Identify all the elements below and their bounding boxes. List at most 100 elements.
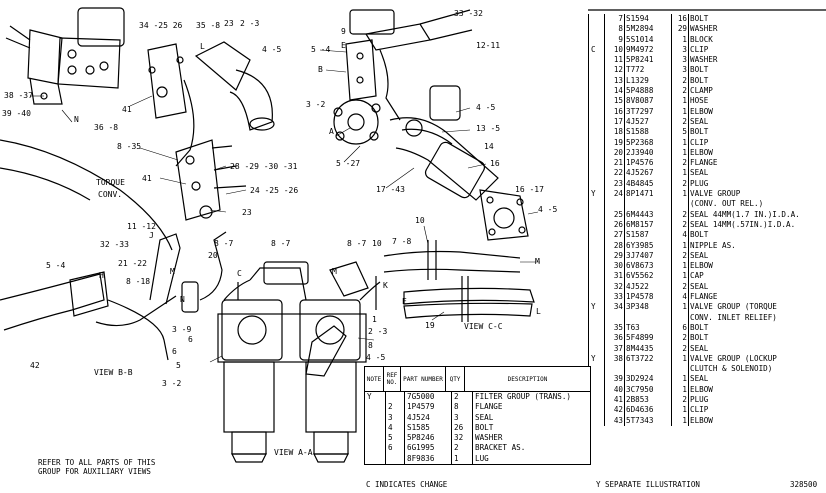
callout-7-8: 7 -8 bbox=[392, 237, 412, 246]
cell-desc: SEAL bbox=[475, 412, 494, 422]
callout-C: C bbox=[237, 269, 242, 278]
cell-desc: PLUG bbox=[690, 178, 709, 188]
cell-desc: HOSE bbox=[690, 96, 709, 106]
cell-part: 6M8157 bbox=[626, 219, 654, 229]
cell-desc: SEAL 14MM(.57IN.)I.D.A. bbox=[690, 219, 796, 229]
cell-desc: BOLT bbox=[690, 65, 709, 75]
cell-part: 4J527 bbox=[626, 116, 649, 126]
callout-B: B bbox=[318, 65, 323, 74]
cell-part: 5F4899 bbox=[626, 333, 654, 343]
callout-8-35: 8 -35 bbox=[117, 142, 142, 151]
transmission-filter-group bbox=[217, 261, 381, 463]
header-note: NOTE bbox=[365, 367, 384, 391]
cell-part: 6V8673 bbox=[626, 261, 654, 271]
callout-23-b: 23 bbox=[242, 208, 252, 217]
cell-ref: 43 bbox=[613, 415, 623, 425]
cell-qty: 29 bbox=[677, 24, 687, 34]
cell-qty: 1 bbox=[682, 137, 687, 147]
cell-part: 5T7343 bbox=[626, 415, 654, 425]
cell-desc: SEAL bbox=[690, 343, 709, 353]
cell-note bbox=[365, 402, 386, 413]
cell-qty: 4 bbox=[682, 292, 687, 302]
cell-desc: CLUTCH & SOLENOID) bbox=[690, 364, 773, 374]
table-header: NOTE REF NO. PART NUMBER QTY DESCRIPTION bbox=[365, 367, 590, 392]
cell-desc: (CONV. OUT REL.) bbox=[690, 199, 764, 209]
cell-qty: 1 bbox=[682, 374, 687, 384]
table-row: (CONV. OUT REL.) bbox=[589, 199, 824, 209]
cell-part: 3T7297 bbox=[626, 106, 654, 116]
cell-ref: 22 bbox=[613, 168, 623, 178]
cell-ref: 16 bbox=[613, 106, 623, 116]
cell-desc: WASHER bbox=[690, 55, 718, 65]
cell-desc: SEAL 44MM(1.7 IN.)I.D.A. bbox=[690, 209, 800, 219]
cell-note: Y bbox=[591, 353, 596, 363]
cell-qty: 2 bbox=[682, 116, 687, 126]
cell-desc: ELBOW bbox=[690, 415, 713, 425]
cell-qty: 1 bbox=[682, 96, 687, 106]
callout-9: 9 bbox=[341, 27, 346, 36]
cell-desc: BOLT bbox=[690, 322, 709, 332]
cell-ref: 20 bbox=[613, 147, 623, 157]
callout-32-33: 32 -33 bbox=[100, 240, 129, 249]
cell-part: 5S1014 bbox=[626, 34, 654, 44]
cell-ref: 24 bbox=[613, 189, 623, 199]
cell-part: 8P1471 bbox=[626, 189, 654, 199]
cell-ref: 36 bbox=[613, 333, 623, 343]
torque-label: TORQUE bbox=[96, 178, 125, 187]
cell-desc: NIPPLE AS. bbox=[690, 240, 736, 250]
cell-qty: 2 bbox=[682, 394, 687, 404]
cell-part: 6T3722 bbox=[626, 353, 654, 363]
cell-qty: 4 bbox=[682, 230, 687, 240]
cell-qty: 2 bbox=[452, 443, 473, 454]
cell-ref: 4 bbox=[386, 422, 405, 434]
cell-ref: 42 bbox=[613, 405, 623, 415]
cell-desc: BOLT bbox=[690, 230, 709, 240]
cell-qty: 1 bbox=[682, 261, 687, 271]
cell-ref: 28 bbox=[613, 240, 623, 250]
cell-ref: 35 bbox=[613, 322, 623, 332]
cell-qty: 2 bbox=[682, 343, 687, 353]
cell-qty: 2 bbox=[682, 281, 687, 291]
callout-38-37: 38 -37 bbox=[4, 91, 33, 100]
cell-part: 4B4845 bbox=[626, 178, 654, 188]
callout-34-25-26: 34 -25 26 bbox=[139, 21, 183, 30]
cell-ref: 12 bbox=[613, 65, 623, 75]
cell-desc: VALVE GROUP (LOCKUP bbox=[690, 353, 777, 363]
callout-10-b: 10 bbox=[372, 239, 382, 248]
cell-desc: FLANGE bbox=[690, 292, 718, 302]
cell-qty: 3 bbox=[682, 44, 687, 54]
cell-part: 6D4636 bbox=[626, 405, 654, 415]
cell-desc: CONV. INLET RELIEF) bbox=[690, 312, 777, 322]
cell-part: 1P4576 bbox=[626, 158, 654, 168]
cell-qty: 1 bbox=[682, 34, 687, 44]
cell-ref: 14 bbox=[613, 86, 623, 96]
cell-part: 4J5267 bbox=[626, 168, 654, 178]
cell-qty: 26 bbox=[452, 422, 473, 434]
cell-ref: 10 bbox=[613, 44, 623, 54]
callout-8-18: 8 -18 bbox=[126, 277, 151, 286]
cell-note bbox=[365, 412, 386, 423]
callout-19: 19 bbox=[425, 321, 435, 330]
cell-qty: 1 bbox=[682, 189, 687, 199]
cell-ref: 39 bbox=[613, 374, 623, 384]
cell-ref: 15 bbox=[613, 96, 623, 106]
callout-8-7-c: 8 -7 bbox=[347, 239, 367, 248]
cell-desc: VALVE GROUP bbox=[690, 189, 741, 199]
cell-note: C bbox=[591, 44, 596, 54]
callout-6-a: 6 bbox=[188, 335, 193, 344]
